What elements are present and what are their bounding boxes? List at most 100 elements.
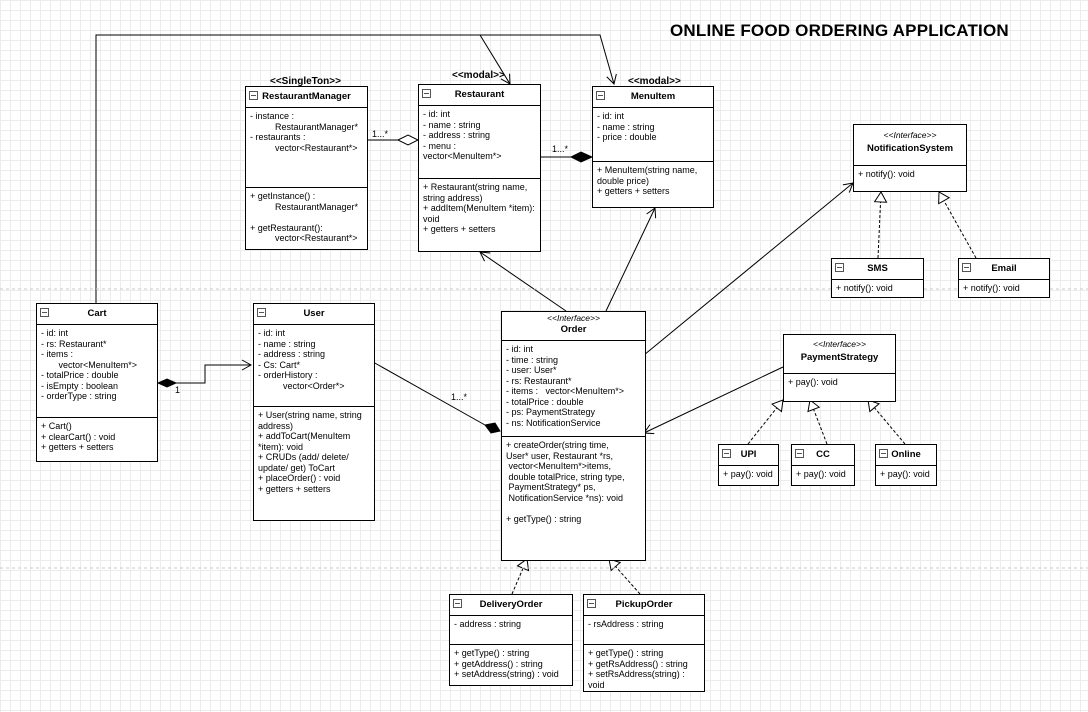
- class-name: NotificationSystem: [866, 143, 954, 154]
- class-user[interactable]: User - id: int - name : string - address…: [253, 303, 375, 521]
- attributes-section: - instance : RestaurantManager* - restau…: [246, 108, 367, 187]
- method: ​: [506, 503, 641, 514]
- methods-section: + notify(): void: [959, 280, 1049, 298]
- method: User* user, Restaurant *rs,: [506, 450, 614, 461]
- class-cart[interactable]: Cart - id: int - rs: Restaurant* - items…: [36, 303, 158, 462]
- method: + getters + setters: [41, 442, 114, 452]
- attribute: - totalPrice : double: [41, 370, 119, 380]
- multiplicity-user-order: 1...*: [451, 392, 468, 402]
- collapse-icon[interactable]: [879, 449, 888, 458]
- attribute: - ns: NotificationService: [506, 417, 601, 428]
- collapse-icon[interactable]: [453, 599, 462, 608]
- class-menuitem[interactable]: MenuItem - id: int - name : string - pri…: [592, 86, 714, 208]
- methods-section: + notify(): void: [854, 166, 966, 184]
- method: + CRUDs (add/ delete/: [258, 452, 349, 462]
- class-sms[interactable]: SMS + notify(): void: [831, 258, 924, 298]
- stereotype-interface: <<Interface>>: [813, 339, 866, 349]
- class-restaurant-manager[interactable]: RestaurantManager - instance : Restauran…: [245, 86, 368, 250]
- class-name: SMS: [867, 263, 888, 274]
- class-name: Email: [991, 263, 1017, 274]
- collapse-icon[interactable]: [596, 91, 605, 100]
- class-name: RestaurantManager: [262, 91, 351, 102]
- method: + addToCart(MenuItem: [258, 431, 351, 441]
- attribute: - id: int: [258, 328, 286, 338]
- attributes-section: - id: int - rs: Restaurant* - items : ve…: [37, 325, 157, 417]
- attribute: - ps: PaymentStrategy: [506, 407, 596, 417]
- online-realizes-payment: [867, 399, 906, 445]
- attribute: - items :: [41, 349, 74, 359]
- cart-user-composition: [176, 359, 253, 384]
- attribute: - totalPrice : double: [506, 396, 584, 407]
- attributes-section: - address : string: [450, 616, 572, 644]
- method: + notify(): void: [963, 283, 1020, 293]
- class-header: PickupOrder: [584, 595, 704, 616]
- method: + Restaurant(string name,: [423, 182, 528, 192]
- class-upi[interactable]: UPI + pay(): void: [718, 444, 779, 486]
- collapse-icon[interactable]: [835, 263, 844, 272]
- attribute: - isEmpty : boolean: [41, 380, 119, 391]
- class-header: MenuItem: [593, 87, 713, 108]
- method: + pay(): void: [796, 469, 846, 479]
- collapse-icon[interactable]: [722, 449, 731, 458]
- methods-section: + getType() : string + getRsAddress() : …: [584, 644, 704, 694]
- attribute: vector<MenuItem*>: [41, 359, 138, 370]
- class-online[interactable]: Online + pay(): void: [875, 444, 937, 486]
- class-delivery-order[interactable]: DeliveryOrder - address : string + getTy…: [449, 594, 573, 686]
- method: + pay(): void: [788, 377, 838, 387]
- class-cc[interactable]: CC + pay(): void: [791, 444, 855, 486]
- method: address): [258, 420, 294, 431]
- method: + pay(): void: [723, 469, 773, 479]
- interface-notification-system[interactable]: <<Interface>> NotificationSystem + notif…: [853, 124, 967, 192]
- methods-section: + createOrder(string time, User* user, R…: [502, 436, 645, 528]
- class-header: SMS: [832, 259, 923, 280]
- attribute: vector<MenuItem*>: [423, 151, 502, 161]
- attribute: - time : string: [506, 354, 559, 365]
- attribute: vector<Restaurant*>: [250, 142, 358, 153]
- collapse-icon[interactable]: [795, 449, 804, 458]
- attribute: - menu :: [423, 140, 457, 151]
- collapse-icon[interactable]: [587, 599, 596, 608]
- collapse-icon[interactable]: [40, 308, 49, 317]
- method: vector<Restaurant*>: [250, 233, 358, 243]
- class-header: Email: [959, 259, 1049, 280]
- attribute: - id: int: [506, 344, 534, 354]
- cart-diamond: [156, 378, 178, 388]
- attribute: - Cs: Cart*: [258, 359, 301, 370]
- class-name: Cart: [87, 308, 107, 319]
- method: + getRsAddress() : string: [588, 658, 688, 669]
- diagram-title: ONLINE FOOD ORDERING APPLICATION: [670, 21, 1009, 40]
- interface-payment-strategy[interactable]: <<Interface>> PaymentStrategy + pay(): v…: [783, 334, 896, 402]
- method: + setRsAddress(string) :: [588, 669, 685, 679]
- attribute: vector<Order*>: [258, 380, 345, 391]
- attributes-section: - id: int - time : string - user: User* …: [502, 341, 645, 436]
- composition-diamond: [569, 151, 594, 163]
- upi-realizes-payment: [747, 399, 784, 445]
- method: + notify(): void: [858, 169, 915, 179]
- method: + User(string name, string: [258, 410, 362, 420]
- interface-order[interactable]: <<Interface>> Order - id: int - time : s…: [501, 311, 646, 561]
- method: + MenuItem(string name,: [597, 165, 698, 175]
- attribute: - user: User*: [506, 365, 557, 375]
- collapse-icon[interactable]: [422, 89, 431, 98]
- attribute: - orderHistory :: [258, 370, 318, 380]
- class-header: Cart: [37, 304, 157, 325]
- class-header: <<Interface>> Order: [502, 312, 645, 341]
- method: double totalPrice, string type,: [506, 471, 625, 482]
- attributes-section: - rsAddress : string: [584, 616, 704, 644]
- email-realizes-notification: [938, 191, 977, 259]
- attribute: - orderType : string: [41, 391, 117, 401]
- user-order-composition: [372, 361, 486, 426]
- collapse-icon[interactable]: [257, 308, 266, 317]
- class-name: UPI: [740, 449, 757, 460]
- class-email[interactable]: Email + notify(): void: [958, 258, 1050, 298]
- class-restaurant[interactable]: Restaurant - id: int - name : string - a…: [418, 84, 541, 252]
- stereotype-interface: <<Interface>>: [547, 313, 600, 323]
- class-name: MenuItem: [630, 91, 676, 102]
- collapse-icon[interactable]: [962, 263, 971, 272]
- collapse-icon[interactable]: [249, 91, 258, 100]
- attribute: - price : double: [597, 132, 657, 142]
- method: + getters + setters: [423, 224, 496, 234]
- method: + setAddress(string) : void: [454, 669, 559, 679]
- class-header: DeliveryOrder: [450, 595, 572, 616]
- class-pickup-order[interactable]: PickupOrder - rsAddress : string + getTy…: [583, 594, 705, 692]
